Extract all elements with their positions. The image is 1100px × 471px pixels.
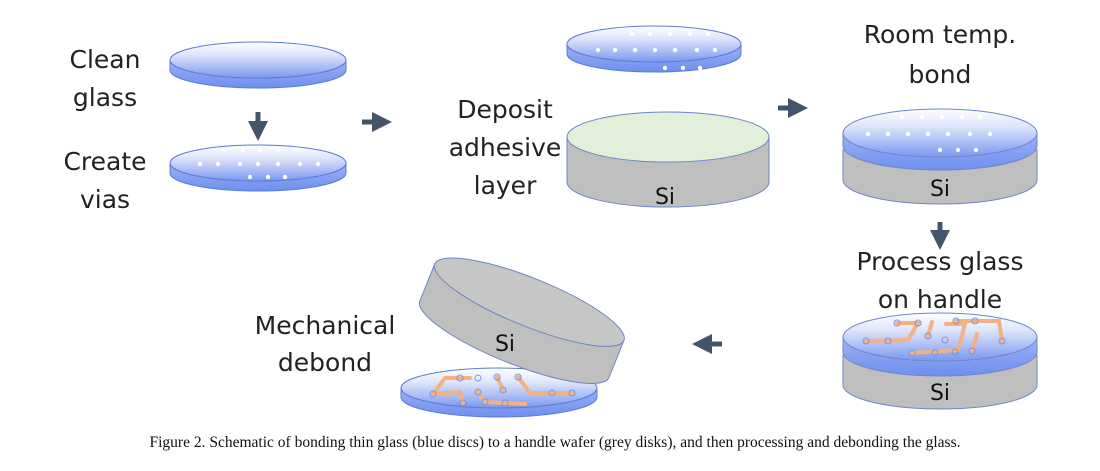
tilted-silicon-wafer bbox=[418, 257, 625, 384]
si-label: Si bbox=[930, 177, 950, 202]
clean-glass-disc bbox=[169, 41, 347, 89]
label-process-glass: Process glass on handle bbox=[857, 247, 1024, 314]
vias bbox=[865, 114, 993, 153]
vias bbox=[429, 373, 576, 407]
label-room-temp-bond: Room temp. bond bbox=[864, 20, 1017, 89]
svg-text:Mechanical: Mechanical bbox=[255, 311, 396, 340]
svg-text:glass: glass bbox=[73, 83, 137, 112]
svg-text:vias: vias bbox=[80, 185, 130, 214]
metal-traces bbox=[428, 375, 574, 406]
svg-text:Room temp.: Room temp. bbox=[864, 20, 1017, 49]
label-deposit-adhesive: Deposit adhesive layer bbox=[449, 95, 562, 200]
si-label: Si bbox=[495, 332, 515, 357]
svg-text:Clean: Clean bbox=[70, 45, 141, 74]
svg-text:layer: layer bbox=[474, 171, 537, 200]
si-label: Si bbox=[930, 381, 950, 406]
label-mechanical-debond: Mechanical debond bbox=[255, 311, 396, 377]
glass-disc-with-vias bbox=[169, 144, 347, 192]
vias bbox=[595, 31, 718, 71]
vias bbox=[197, 147, 321, 180]
figure-caption: Figure 2. Schematic of bonding thin glas… bbox=[150, 434, 961, 451]
svg-text:on handle: on handle bbox=[878, 285, 1002, 314]
vias bbox=[862, 317, 1006, 357]
processed-stack bbox=[842, 312, 1038, 410]
svg-text:adhesive: adhesive bbox=[449, 133, 562, 162]
svg-text:Create: Create bbox=[63, 147, 146, 176]
svg-text:debond: debond bbox=[278, 348, 372, 377]
silicon-wafer-with-adhesive bbox=[566, 111, 770, 208]
svg-text:bond: bond bbox=[909, 60, 972, 89]
svg-text:Deposit: Deposit bbox=[457, 95, 553, 124]
label-create-vias: Create vias bbox=[63, 147, 146, 214]
glass-disc-with-vias bbox=[566, 25, 742, 73]
si-label: Si bbox=[655, 185, 675, 210]
svg-text:Process glass: Process glass bbox=[857, 247, 1024, 276]
label-clean-glass: Clean glass bbox=[70, 45, 141, 112]
